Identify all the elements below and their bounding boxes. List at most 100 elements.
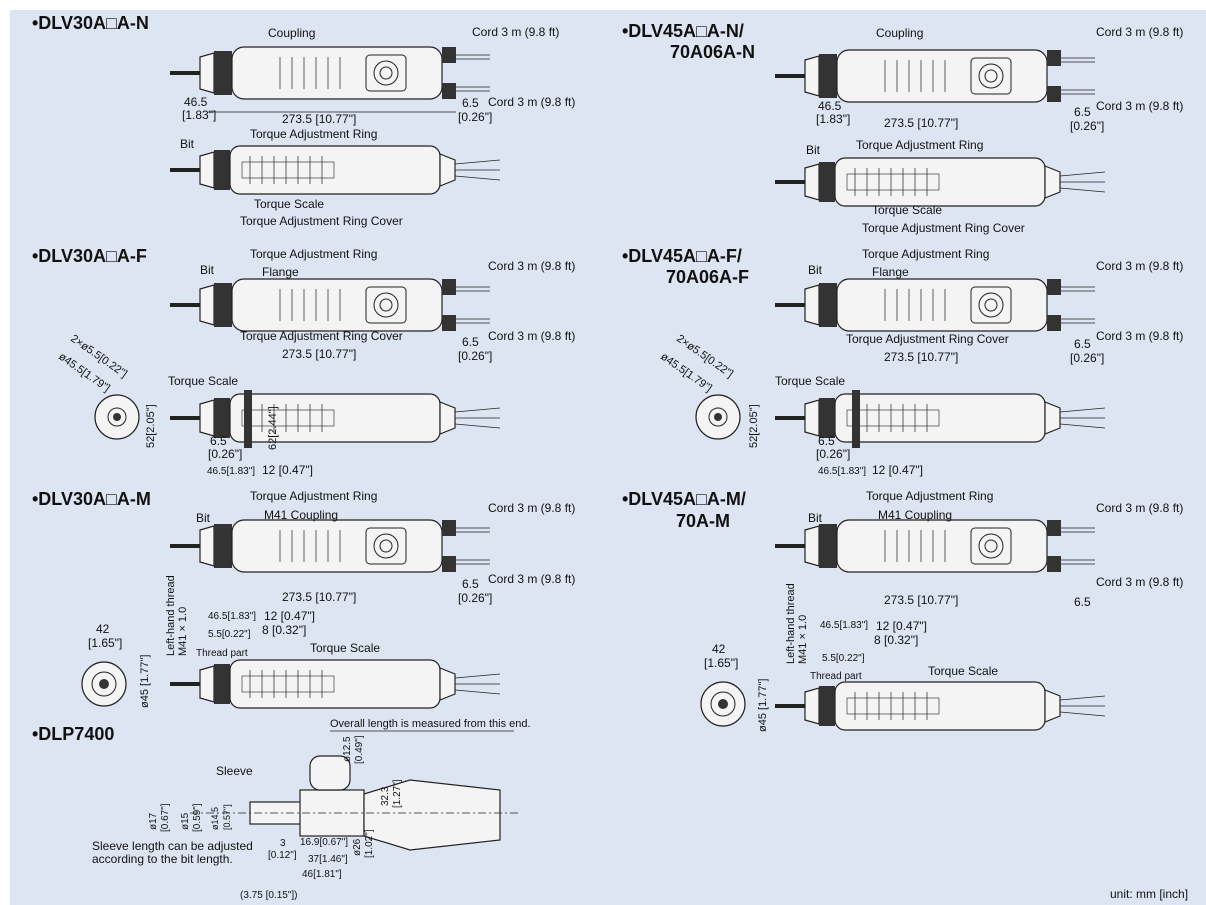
label-tar-45n: Torque Adjustment Ring (856, 138, 983, 152)
dim-273-5-m: 273.5 [10.77"] (282, 590, 356, 604)
dim-273-5-45m: 273.5 [10.77"] (884, 593, 958, 607)
dim-6-5-m: 6.5 (462, 577, 479, 591)
dim-6-5-in-45n: [0.26"] (1070, 119, 1104, 133)
dim-12-f: 12 [0.47"] (262, 463, 313, 477)
dim-p32-3: 32.3 (380, 786, 391, 806)
label-tar-f: Torque Adjustment Ring (250, 247, 377, 261)
label-cord-45f-2: Cord 3 m (9.8 ft) (1096, 329, 1183, 343)
heading-dlv45-n-2: 70A06A-N (670, 42, 755, 62)
label-coupling-45n: Coupling (876, 26, 923, 40)
label-cord-m-2: Cord 3 m (9.8 ft) (488, 572, 575, 586)
heading-dlv45-f-1: •DLV45A□A-F/ (622, 246, 742, 266)
dlv45-n-top-view (773, 48, 1097, 104)
dim-8-45m: 8 [0.32"] (874, 633, 918, 647)
dlv30-m-side-view (168, 658, 502, 710)
heading-dlv30-n: •DLV30A□A-N (32, 13, 149, 33)
dim-12-45m: 12 [0.47"] (876, 619, 927, 633)
dim-45-45m: ø45 [1.77"] (757, 679, 769, 732)
heading-dlv30-m: •DLV30A□A-M (32, 489, 151, 509)
label-cord-2: Cord 3 m (9.8 ft) (488, 95, 575, 109)
heading-dlv45-m-1: •DLV45A□A-M/ (622, 489, 746, 509)
label-sleeve-note-2: according to the bit length. (92, 852, 233, 866)
label-flange: Flange (262, 265, 299, 279)
dim-p17-in: [0.67"] (160, 803, 171, 832)
label-bit: Bit (180, 137, 195, 151)
label-cord-m-1: Cord 3 m (9.8 ft) (488, 501, 575, 515)
dim-p12-5-in: [0.49"] (354, 735, 365, 764)
label-overall-length: Overall length is measured from this end… (330, 718, 531, 730)
dim-6-5-in-f: [0.26"] (458, 349, 492, 363)
dim-6-5-45f: 6.5 (1074, 337, 1091, 351)
dim-46-5-in-45n: [1.83"] (816, 112, 850, 126)
unit-note: unit: mm [inch] (1110, 887, 1188, 901)
dim-5-5-m: 5.5[0.22"] (208, 629, 251, 640)
heading-dlv30-f: •DLV30A□A-F (32, 246, 147, 266)
dlv30-f-front-view (94, 394, 140, 440)
label-m41: M41 × 1.0 (177, 607, 189, 656)
heading-dlv45-f-2: 70A06A-F (666, 267, 749, 287)
dim-6-5-in: [0.26"] (458, 110, 492, 124)
label-torque-scale-45f: Torque Scale (775, 374, 845, 388)
dim-p26: ø26 (352, 838, 363, 856)
dlp7400-drawing (190, 755, 520, 851)
label-torque-scale-45n: Torque Scale (872, 203, 942, 217)
heading-dlp: •DLP7400 (32, 724, 114, 744)
dim-46-5-45n: 46.5 (818, 99, 842, 113)
dim-6-5-45m: 6.5 (1074, 595, 1091, 609)
dimension-drawings: •DLV30A□A-N Coupling Cord 3 m (9.8 ft) C… (32, 13, 1188, 901)
label-flange-45f: Flange (872, 265, 909, 279)
dim-6-5-f2: 6.5 (210, 434, 227, 448)
dlv30-n-top-view (168, 45, 492, 101)
label-torque-scale-45m: Torque Scale (928, 664, 998, 678)
dim-p46: 46[1.81"] (302, 869, 342, 880)
label-m41-45m: M41 × 1.0 (797, 615, 809, 664)
label-cord-f-1: Cord 3 m (9.8 ft) (488, 259, 575, 273)
dim-52-45f: 52[2.05"] (748, 404, 760, 448)
label-tar-cover-45n: Torque Adjustment Ring Cover (862, 221, 1025, 235)
label-tar-cover-45f: Torque Adjustment Ring Cover (846, 332, 1009, 346)
heading-dlv45-m-2: 70A-M (676, 511, 730, 531)
drawing-sheet: •DLV30A□A-N Coupling Cord 3 m (9.8 ft) C… (10, 10, 1206, 905)
label-coupling: Coupling (268, 26, 315, 40)
dim-p16-9: 16.9[0.67"] (300, 837, 348, 848)
dim-p15-in: [0.59"] (192, 803, 203, 832)
dlv30-m-top-view (168, 518, 492, 574)
dim-6-5-45n: 6.5 (1074, 105, 1091, 119)
label-cord-45n-2: Cord 3 m (9.8 ft) (1096, 99, 1183, 113)
dim-6-5-in-45f2: [0.26"] (816, 447, 850, 461)
label-bit-m: Bit (196, 511, 211, 525)
label-thread-part-45m: Thread part (810, 671, 862, 682)
dim-8-m: 8 [0.32"] (262, 623, 306, 637)
label-bit-f: Bit (200, 263, 215, 277)
dim-42-in-m: [1.65"] (88, 636, 122, 650)
label-tar-cover-f: Torque Adjustment Ring Cover (240, 329, 403, 343)
label-tar: Torque Adjustment Ring (250, 127, 377, 141)
dim-42-m: 42 (96, 622, 110, 636)
dim-6-5-in-45f: [0.26"] (1070, 351, 1104, 365)
dim-42-in-45m: [1.65"] (704, 656, 738, 670)
label-tar-cover: Torque Adjustment Ring Cover (240, 214, 403, 228)
dim-p3-in: [0.12"] (268, 850, 297, 861)
dim-p26-in: [1.02"] (364, 829, 375, 858)
label-torque-scale: Torque Scale (254, 197, 324, 211)
dim-6-5-f: 6.5 (462, 335, 479, 349)
label-cord-1: Cord 3 m (9.8 ft) (472, 25, 559, 39)
dim-52: 52[2.05"] (145, 404, 157, 448)
label-m41-coupling-45m: M41 Coupling (878, 508, 952, 522)
dim-6-5-in-m: [0.26"] (458, 591, 492, 605)
label-sleeve: Sleeve (216, 764, 253, 778)
dim-p3: 3 (280, 838, 286, 849)
dlv45-m-front-view (700, 681, 746, 727)
label-torque-scale-m: Torque Scale (310, 641, 380, 655)
label-bit-45m: Bit (808, 511, 823, 525)
label-cord-f-2: Cord 3 m (9.8 ft) (488, 329, 575, 343)
label-tar-m: Torque Adjustment Ring (250, 489, 377, 503)
dim-12-45f: 12 [0.47"] (872, 463, 923, 477)
dlv45-n-side-view (773, 156, 1107, 208)
dim-45-m: ø45 [1.77"] (139, 655, 151, 708)
dlv30-n-side-view (168, 144, 502, 196)
dim-46-5: 46.5 (184, 95, 208, 109)
dim-46-5-in: [1.83"] (182, 108, 216, 122)
dim-6-5-45f2: 6.5 (818, 434, 835, 448)
label-left-thread: Left-hand thread (165, 575, 177, 656)
